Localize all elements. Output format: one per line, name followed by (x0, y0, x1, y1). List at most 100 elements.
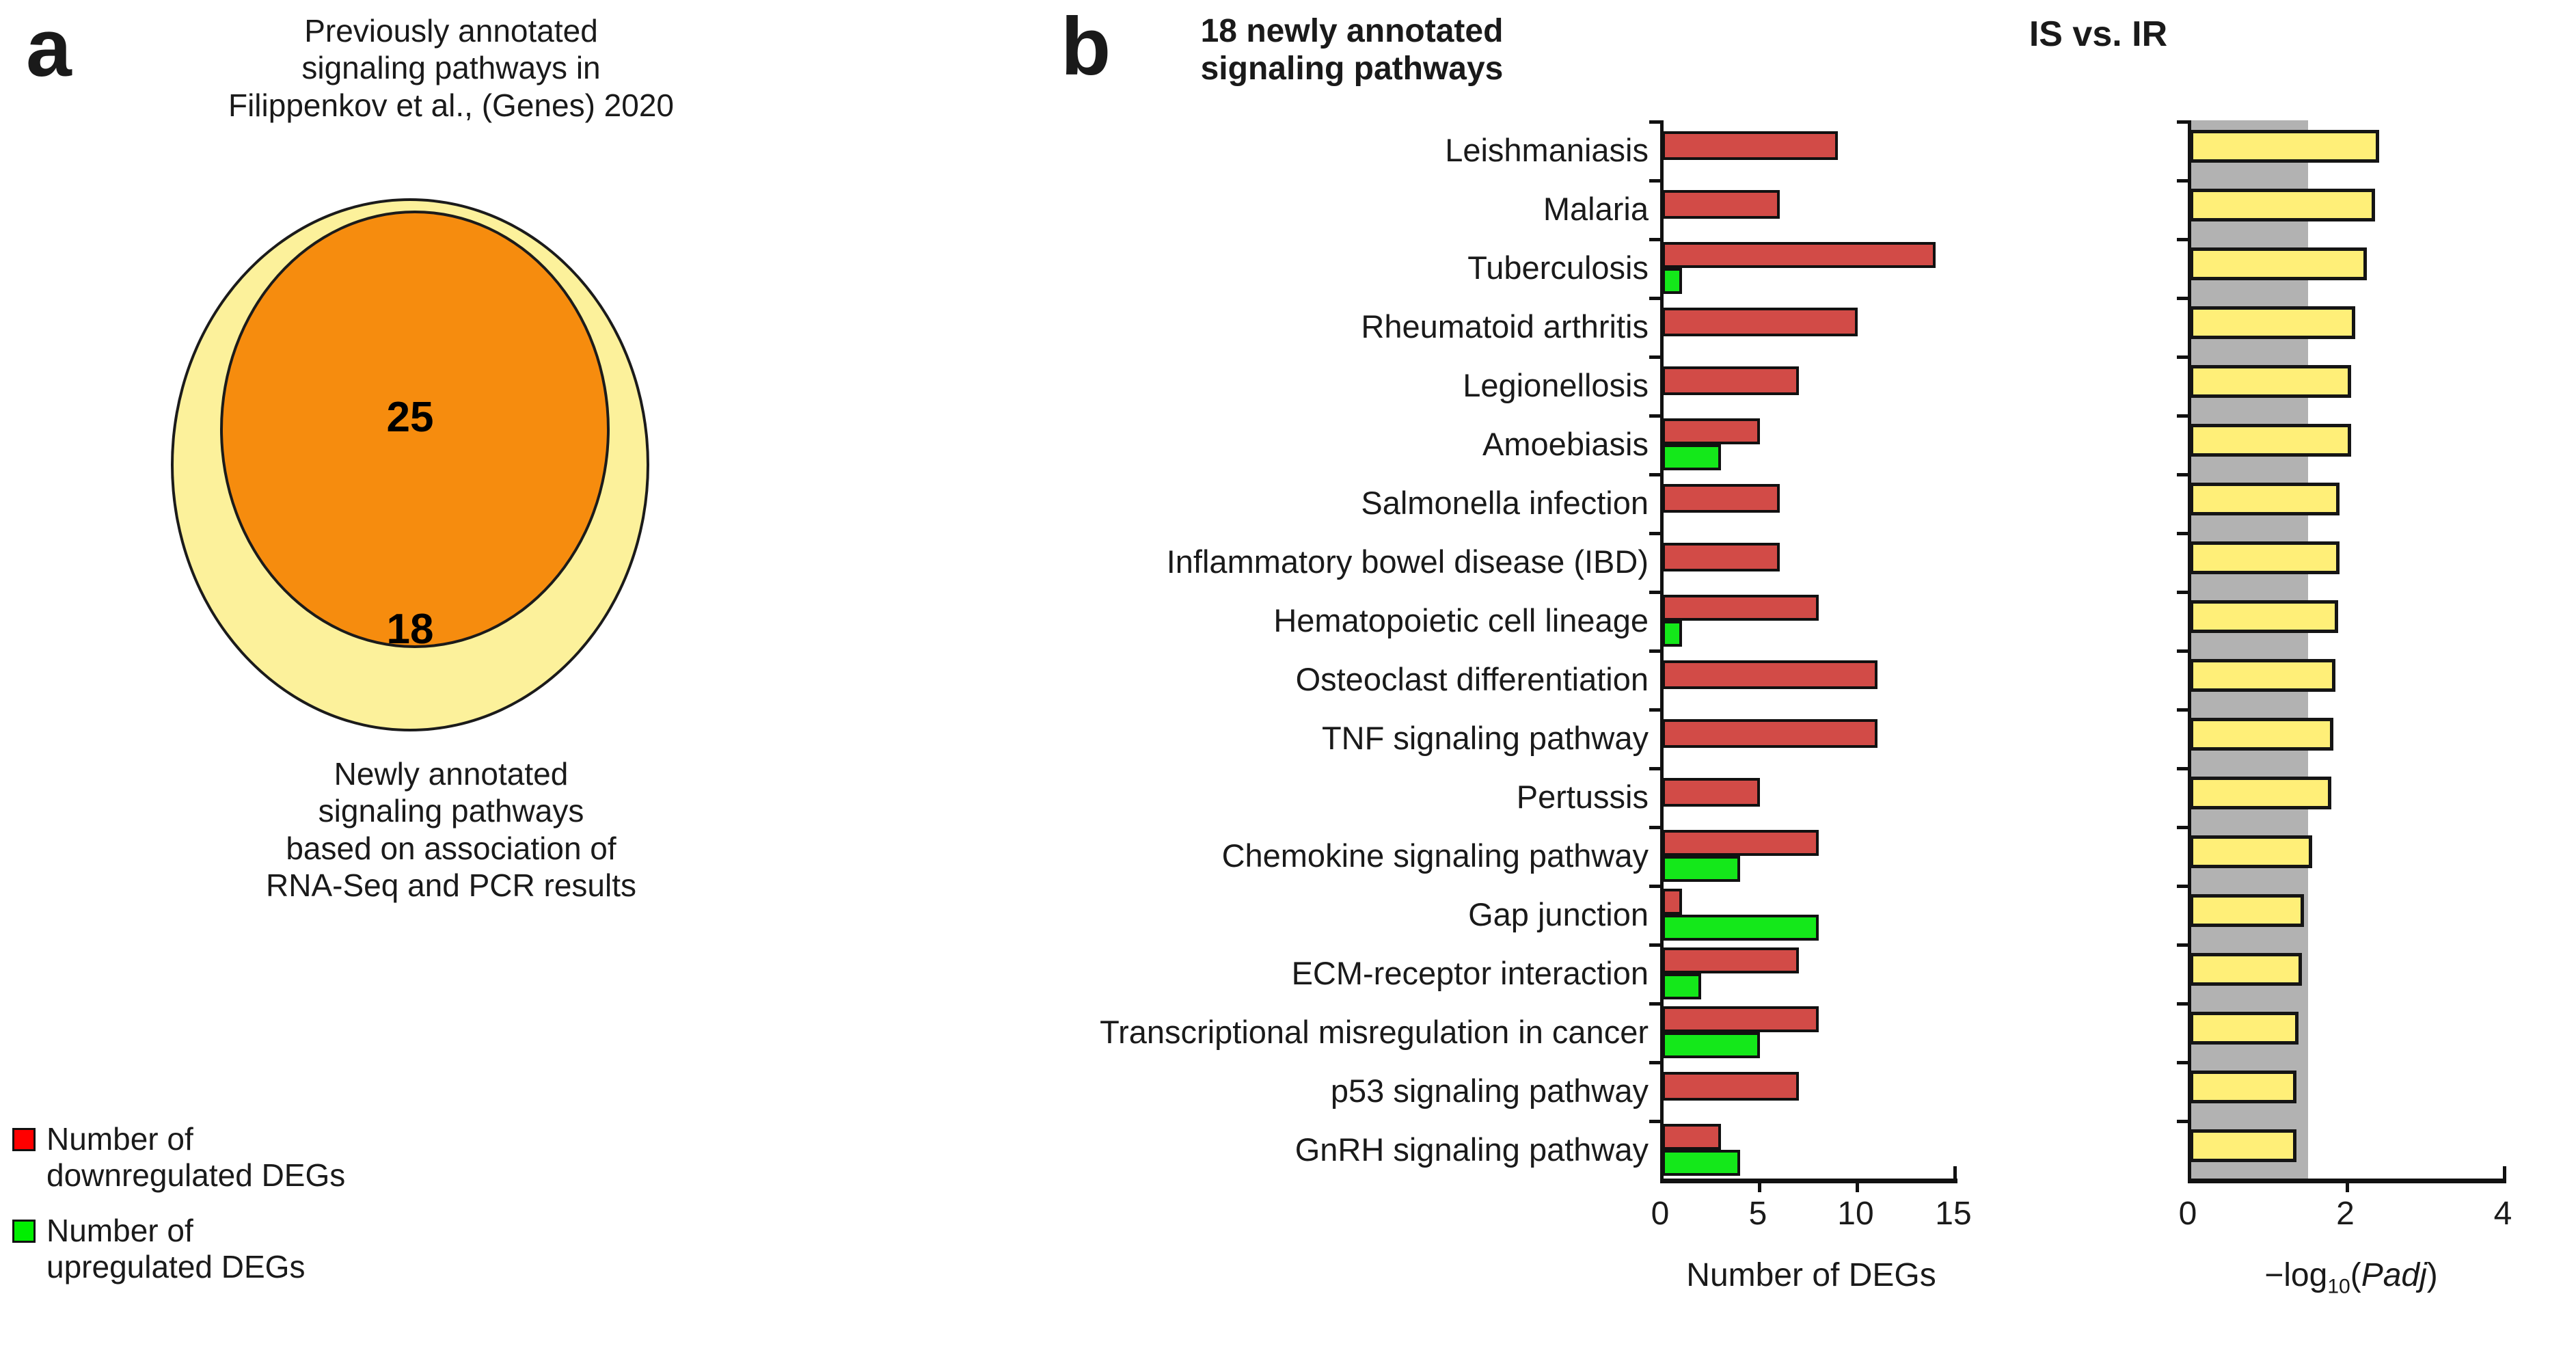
chart-row: ECM-receptor interaction (909, 943, 2576, 1002)
bar-downregulated (1662, 719, 1877, 748)
legend-item-upregulated: Number of upregulated DEGs (12, 1213, 832, 1285)
bar-padj (2190, 659, 2336, 692)
chart-row: Pertussis (909, 767, 2576, 826)
bar-padj (2190, 247, 2368, 280)
pathway-label: Malaria (1543, 190, 1649, 227)
chart-row: Malaria (909, 179, 2576, 238)
legend-label-downregulated: Number of downregulated DEGs (46, 1121, 345, 1194)
x-axis-tick (1856, 1179, 1859, 1192)
bar-downregulated (1662, 131, 1839, 160)
bar-upregulated (1662, 444, 1721, 470)
padj-axis-title-subscript: 10 (2327, 1275, 2350, 1298)
y-axis-tick (2177, 473, 2188, 476)
deg-bar-group (1662, 591, 1955, 649)
bar-padj (2190, 600, 2338, 633)
y-axis-tick (1649, 943, 1660, 947)
deg-bar-group (1662, 120, 1955, 179)
venn-inner-circle (220, 211, 610, 648)
bar-padj (2190, 130, 2379, 163)
padj-bar-group (2190, 767, 2505, 826)
deg-chart-x-axis (1660, 1179, 1957, 1183)
chart-row: TNF signaling pathway (909, 708, 2576, 767)
deg-bar-group (1662, 179, 1955, 238)
y-axis-tick (1649, 120, 1660, 124)
padj-chart-x-axis-title: −log10(Padj) (2160, 1256, 2543, 1299)
deg-bar-group (1662, 1002, 1955, 1061)
pathway-label: Osteoclast differentiation (1295, 660, 1649, 697)
bar-upregulated (1662, 268, 1682, 294)
chart-row: Transcriptional misregulation in cancer (909, 1002, 2576, 1061)
bar-downregulated (1662, 308, 1858, 336)
chart-row: Amoebiasis (909, 414, 2576, 473)
y-axis-tick (1649, 767, 1660, 770)
bar-downregulated (1662, 366, 1800, 395)
x-axis-tick-label: 10 (1837, 1196, 1874, 1232)
bar-downregulated (1662, 1072, 1800, 1101)
bar-padj (2190, 483, 2340, 515)
panel-b-letter: b (1061, 1, 1111, 92)
bar-padj (2190, 541, 2340, 574)
y-axis-tick (2177, 826, 2188, 829)
y-axis-tick (2177, 591, 2188, 594)
bar-downregulated (1662, 889, 1682, 915)
panel-a-title-line-3: Filippenkov et al., (Genes) 2020 (228, 87, 675, 123)
y-axis-tick (1649, 532, 1660, 535)
bar-padj (2190, 1012, 2299, 1045)
bar-downregulated (1662, 830, 1819, 856)
x-axis-tick-label: 4 (2493, 1196, 2512, 1232)
chart-row: Leishmaniasis (909, 120, 2576, 179)
x-axis-tick (2503, 1166, 2506, 1183)
pathway-label: Pertussis (1516, 778, 1649, 815)
panel-b-title-left-line-2: signaling pathways (1200, 51, 1504, 88)
chart-row: Salmonella infection (909, 473, 2576, 532)
bar-upregulated (1662, 1032, 1760, 1058)
bar-downregulated (1662, 947, 1800, 973)
y-axis-tick (1649, 414, 1660, 418)
legend-label-upregulated: Number of upregulated DEGs (46, 1213, 305, 1285)
panel-b: b 18 newly annotated signaling pathways … (909, 0, 2576, 1359)
y-axis-tick (1649, 355, 1660, 359)
bar-downregulated (1662, 190, 1780, 219)
bar-padj (2190, 1129, 2296, 1162)
bar-downregulated (1662, 1124, 1721, 1150)
panel-a-caption-line-4: RNA-Seq and PCR results (266, 867, 636, 903)
pathway-label: Transcriptional misregulation in cancer (1100, 1013, 1649, 1050)
pathway-label: Tuberculosis (1467, 249, 1649, 286)
deg-bar-group (1662, 826, 1955, 885)
venn-inner-count: 25 (386, 394, 434, 441)
padj-bar-group (2190, 1061, 2505, 1120)
panel-a-title-line-1: Previously annotated (304, 13, 598, 49)
pathway-label: TNF signaling pathway (1321, 719, 1649, 756)
padj-axis-title-prefix: −log (2264, 1257, 2328, 1293)
padj-bar-group (2190, 473, 2505, 532)
y-axis-tick (2177, 414, 2188, 418)
legend-swatch-downregulated-icon (12, 1128, 36, 1151)
x-axis-tick-label: 2 (2336, 1196, 2355, 1232)
x-axis-tick (1660, 1166, 1664, 1183)
y-axis-tick (1649, 885, 1660, 888)
padj-axis-title-open-paren: ( (2350, 1257, 2361, 1293)
x-axis-tick-label: 0 (1651, 1196, 1670, 1232)
pathway-label: Legionellosis (1463, 366, 1649, 403)
panel-a-caption-line-2: signaling pathways (318, 793, 584, 829)
bar-padj (2190, 777, 2332, 809)
bar-downregulated (1662, 595, 1819, 621)
y-axis-tick (2177, 885, 2188, 888)
y-axis-tick (1649, 649, 1660, 653)
padj-bar-group (2190, 238, 2505, 297)
y-axis-tick (2177, 767, 2188, 770)
panel-a-caption-line-1: Newly annotated (334, 756, 569, 792)
padj-bar-group (2190, 179, 2505, 238)
panel-b-title-left: 18 newly annotated signaling pathways (1161, 12, 1543, 88)
x-axis-tick (2188, 1166, 2191, 1183)
y-axis-tick (2177, 708, 2188, 712)
x-axis-tick-label: 5 (1748, 1196, 1767, 1232)
chart-row: Inflammatory bowel disease (IBD) (909, 532, 2576, 591)
pathway-label: Amoebiasis (1482, 425, 1649, 462)
y-axis-tick (2177, 532, 2188, 535)
pathway-label: GnRH signaling pathway (1294, 1131, 1649, 1168)
y-axis-tick (1649, 826, 1660, 829)
panel-a-title-line-2: signaling pathways in (301, 50, 601, 86)
chart-row: Chemokine signaling pathway (909, 826, 2576, 885)
